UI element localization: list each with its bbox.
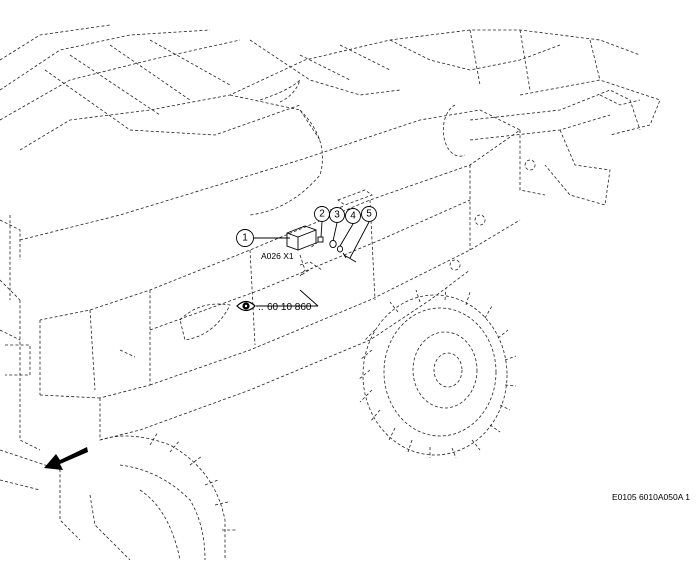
callout-3-number: 3 xyxy=(334,210,340,221)
nut-part xyxy=(317,236,324,243)
callout-5: 5 xyxy=(361,206,377,222)
machine-outline xyxy=(0,24,661,451)
component-label: A026 X1 xyxy=(261,251,294,261)
callout-1: 1 xyxy=(236,229,254,247)
callout-1-number: 1 xyxy=(242,233,248,244)
callout-2: 2 xyxy=(314,206,330,222)
callout-2-number: 2 xyxy=(319,209,325,220)
direction-arrow-icon xyxy=(44,447,88,470)
callout-4: 4 xyxy=(345,208,361,224)
rear-wheel xyxy=(357,287,517,459)
leader-lines xyxy=(254,221,370,307)
front-wheel xyxy=(0,431,236,561)
document-code: E0105 6010A050A 1 xyxy=(612,492,690,502)
callout-5-number: 5 xyxy=(366,209,372,220)
washer-part xyxy=(329,239,337,249)
view-reference-dots: .. xyxy=(258,302,264,313)
callout-4-number: 4 xyxy=(350,211,356,222)
view-reference: .. 60 10 860 xyxy=(236,300,312,313)
callout-3: 3 xyxy=(329,207,345,223)
view-reference-number: 60 10 860 xyxy=(267,302,312,313)
eye-icon xyxy=(236,300,256,312)
lock-washer-part xyxy=(336,245,344,253)
connector-block-part xyxy=(286,225,317,251)
screw-part xyxy=(342,252,357,263)
exploded-parts xyxy=(286,189,373,277)
